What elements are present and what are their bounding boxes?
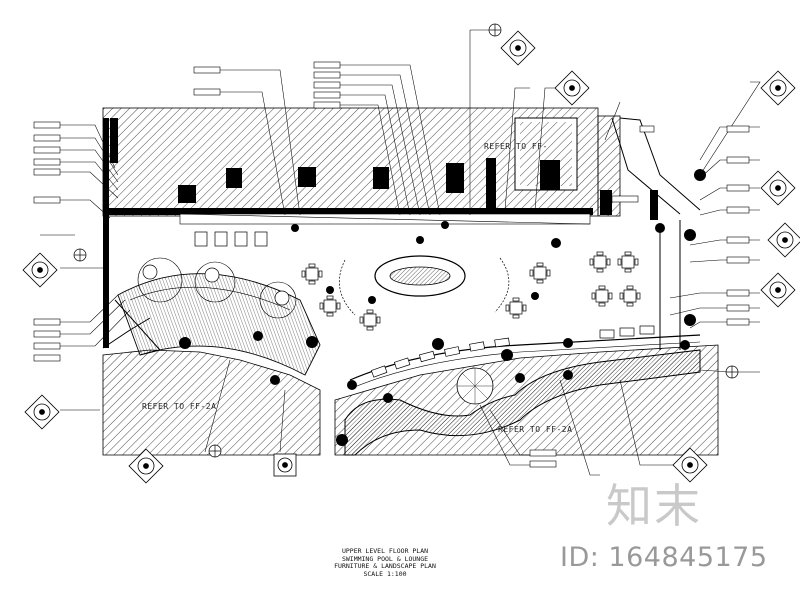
structural-walls xyxy=(103,118,658,348)
window-row xyxy=(179,213,591,225)
refer-label-upper: REFER TO FF- xyxy=(484,142,548,151)
winding-pool xyxy=(344,334,701,456)
lounger-row xyxy=(194,231,655,378)
refer-labels: REFER TO FF- REFER TO FF-2A REFER TO FF-… xyxy=(142,142,572,434)
watermark-logo: 知末 xyxy=(606,479,702,533)
title-line-1: UPPER LEVEL FLOOR PLAN xyxy=(341,547,429,555)
arc-planters xyxy=(339,257,510,316)
title-line-3: FURNITURE & LANDSCAPE PLAN xyxy=(334,562,436,570)
refer-label-right: REFER TO FF-2A xyxy=(498,425,572,434)
title-line-2: SWIMMING POOL & LOUNGE xyxy=(341,554,429,563)
drawing-title-block: UPPER LEVEL FLOOR PLAN SWIMMING POOL & L… xyxy=(300,547,470,578)
title-line-4: SCALE 1:100 xyxy=(363,569,407,578)
central-pool xyxy=(374,255,466,297)
refer-label-left: REFER TO FF-2A xyxy=(142,402,216,411)
watermark-id: ID: 164845175 xyxy=(560,542,768,573)
dining-tables xyxy=(142,251,641,331)
note-tags xyxy=(33,61,750,468)
elevation-markers xyxy=(73,23,739,458)
callout-markers xyxy=(22,30,800,484)
plant-symbols xyxy=(179,169,706,446)
